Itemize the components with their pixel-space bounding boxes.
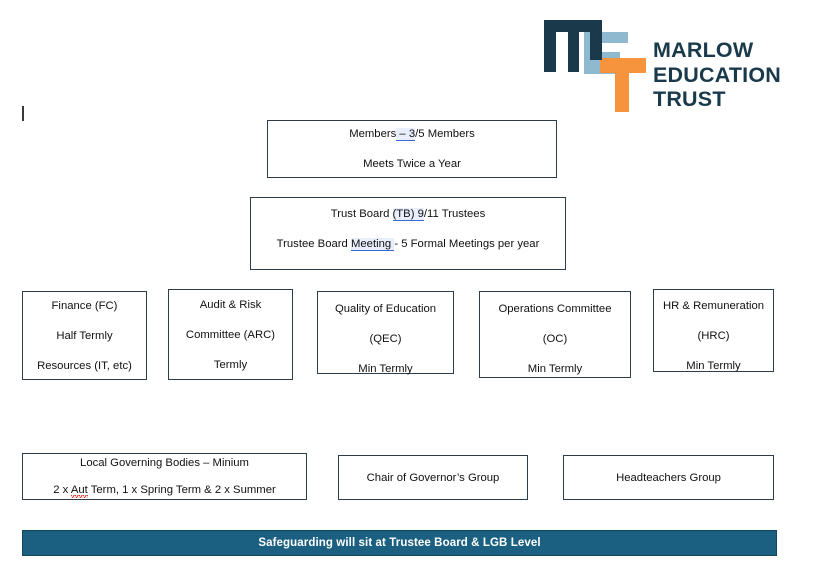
node-hr-remuneration-committee[interactable]: HR & Remuneration (HRC) Min Termly: [653, 289, 774, 372]
node-text-line: Members – 3/5 Members: [349, 127, 475, 141]
node-text-line: (QEC): [369, 332, 401, 346]
node-text-segment: Min Termly: [686, 360, 741, 372]
node-headteachers-group[interactable]: Headteachers Group: [563, 455, 774, 500]
node-text-line: Trust Board (TB) 9/11 Trustees: [331, 207, 485, 221]
node-operations-committee[interactable]: Operations Committee (OC) Min Termly: [479, 291, 631, 378]
node-text-segment: Operations Committee: [498, 303, 612, 315]
node-text-segment: Local Governing Bodies – Minium: [80, 457, 249, 469]
node-text-segment: Members: [349, 128, 397, 140]
node-text-line: Resources (IT, etc): [37, 359, 132, 373]
node-text-line: Half Termly: [56, 329, 112, 343]
node-text-segment: Committee (ARC): [185, 328, 276, 341]
node-text-line: Chair of Governor’s Group: [367, 471, 500, 485]
node-text-segment: Meets Twice a Year: [363, 158, 461, 170]
grammar-suggestion-text: (TB) 9: [392, 208, 424, 221]
met-monogram-icon: [544, 20, 646, 112]
node-text-segment: (OC): [542, 333, 568, 345]
node-text-segment: Trust Board: [330, 208, 393, 220]
spelling-error-text: Aut: [70, 484, 88, 498]
logo-wordmark-line-2: EDUCATION: [653, 62, 782, 87]
node-text-line: Finance (FC): [52, 299, 118, 313]
node-text-line: (HRC): [698, 329, 730, 343]
node-text-line: Meets Twice a Year: [363, 157, 461, 171]
node-text-line: 2 x Aut Term, 1 x Spring Term & 2 x Summ…: [53, 483, 276, 498]
node-text-line: Min Termly: [686, 359, 740, 373]
node-text-line: (OC): [543, 332, 567, 346]
node-text-segment: (QEC): [369, 333, 402, 345]
node-text-line: Headteachers Group: [616, 471, 721, 485]
node-text-segment: Quality of Education: [334, 303, 437, 315]
node-text-segment: Trustee Board: [276, 238, 351, 250]
grammar-suggestion-text: – 3: [396, 128, 416, 141]
node-local-governing-bodies[interactable]: Local Governing Bodies – Minium 2 x Aut T…: [22, 453, 307, 500]
node-quality-of-education-committee[interactable]: Quality of Education (QEC) Min Termly: [317, 291, 454, 376]
node-text-segment: /5 Members: [415, 128, 475, 140]
node-text-line: Local Governing Bodies – Minium: [80, 456, 249, 470]
marlow-education-trust-logo: MARLOW EDUCATION TRUST: [538, 14, 800, 114]
logo-wordmark: MARLOW EDUCATION TRUST: [653, 38, 781, 112]
node-text-segment: Min Termly: [358, 363, 413, 375]
node-text-segment: Audit & Risk: [199, 298, 262, 311]
node-text-segment: Chair of Governor’s Group: [366, 471, 500, 484]
safeguarding-banner: Safeguarding will sit at Trustee Board &…: [22, 530, 777, 556]
node-text-segment: /11 Trustees: [423, 208, 486, 220]
node-text-segment: Headteachers Group: [616, 471, 721, 484]
node-text-line: Min Termly: [528, 362, 582, 376]
node-text-segment: HR & Remuneration: [662, 300, 765, 312]
safeguarding-banner-text: Safeguarding will sit at Trustee Board &…: [258, 537, 541, 549]
node-text-segment: Finance (FC): [51, 299, 118, 312]
node-text-line: Trustee Board Meeting - 5 Formal Meeting…: [276, 237, 540, 251]
node-text-line: HR & Remuneration: [663, 299, 764, 313]
grammar-suggestion-text: Meeting: [350, 238, 395, 251]
node-text-line: Min Termly: [358, 362, 412, 376]
node-text-segment: Termly: [213, 358, 248, 371]
logo-wordmark-line-1: MARLOW: [653, 38, 754, 62]
node-text-segment: - 5 Formal Meetings per year: [394, 238, 540, 250]
node-text-line: Operations Committee: [498, 302, 611, 316]
node-text-segment: Half Termly: [56, 329, 113, 342]
node-chair-of-governors-group[interactable]: Chair of Governor’s Group: [338, 455, 528, 500]
logo-wordmark-line-3: TRUST: [653, 87, 726, 111]
node-text-line: Committee (ARC): [186, 328, 275, 342]
node-text-segment: Resources (IT, etc): [37, 359, 132, 372]
node-text-segment: Term, 1 x Spring Term & 2 x Summer: [87, 484, 276, 496]
text-caret: [22, 106, 24, 121]
node-text-line: Quality of Education: [335, 302, 436, 316]
node-text-line: Audit & Risk: [200, 298, 262, 312]
node-text-segment: 2 x: [53, 484, 71, 496]
node-text-segment: Min Termly: [527, 363, 583, 375]
node-text-line: Termly: [214, 358, 247, 372]
node-text-segment: (HRC): [697, 330, 730, 342]
